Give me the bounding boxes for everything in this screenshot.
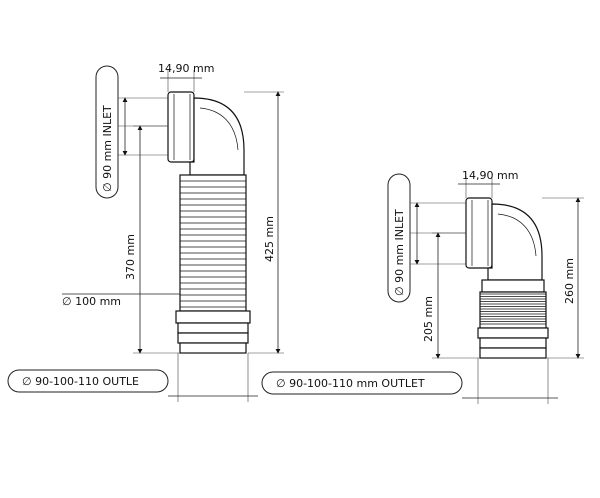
right-outlet-dimension: ∅ 90-100-110 mm OUTLET (261, 358, 558, 404)
right-hose-ribs (480, 293, 546, 325)
left-inlet-label: ∅ 90 mm INLET (101, 105, 114, 192)
left-pipe-drawing (167, 91, 251, 354)
left-outlet-ring-3 (177, 332, 249, 344)
right-outlet-label: ∅ 90-100-110 mm OUTLET (276, 377, 425, 390)
left-top-width-label: 14,90 mm (158, 62, 214, 75)
right-outlet-ring-2 (479, 337, 547, 349)
left-hose-diameter: ∅ 100 mm (62, 293, 180, 308)
right-top-width-dimension: 14,90 mm (458, 169, 518, 198)
left-hose-ribs (180, 180, 246, 308)
left-height-425-dimension: 425 mm (244, 91, 284, 354)
right-outlet-ring-3 (479, 347, 547, 359)
left-height-370-dimension: 370 mm (124, 125, 180, 354)
left-height-370-label: 370 mm (124, 234, 137, 280)
right-height-205-label: 205 mm (422, 296, 435, 342)
left-outlet-label: ∅ 90-100-110 OUTLE (22, 375, 139, 388)
right-short-corrugation (479, 291, 547, 329)
right-height-260-label: 260 mm (563, 258, 576, 304)
right-pipe-drawing (465, 197, 549, 359)
left-outlet-ring-1 (175, 310, 251, 324)
left-corrugated-hose (179, 174, 247, 312)
right-inlet-label: ∅ 90 mm INLET (393, 209, 406, 296)
left-outlet-dimension: ∅ 90-100-110 OUTLE (7, 353, 258, 402)
right-upper-collar (481, 279, 545, 293)
left-height-425-label: 425 mm (263, 216, 276, 262)
left-elbow (189, 97, 245, 176)
right-inlet-dimension: ∅ 90 mm INLET (387, 173, 466, 303)
right-outlet-ring-1 (477, 327, 549, 339)
left-inlet-dimension: ∅ 90 mm INLET (95, 65, 168, 199)
right-top-width-label: 14,90 mm (462, 169, 518, 182)
left-inlet-pill (95, 65, 119, 199)
right-elbow (487, 203, 543, 281)
left-outlet-ring-2 (177, 322, 249, 334)
right-height-205-dimension: 205 mm (422, 232, 480, 359)
left-outlet-pill (7, 369, 169, 393)
left-outlet-ring-4 (179, 342, 247, 354)
left-top-width-dimension: 14,90 mm (158, 62, 214, 92)
right-inlet-pill (387, 173, 411, 303)
left-hose-diameter-label: ∅ 100 mm (62, 295, 121, 308)
right-height-260-dimension: 260 mm (542, 197, 584, 359)
right-outlet-pill (261, 371, 463, 395)
